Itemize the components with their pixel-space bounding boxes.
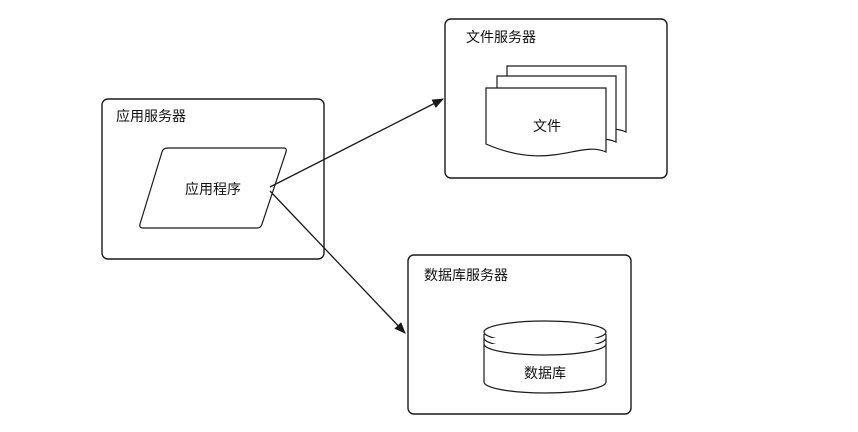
db-server-node: 数据库服务器 数据库 <box>407 254 632 415</box>
app-program-shape <box>139 147 287 229</box>
database-cylinder-ring-2 <box>483 343 607 356</box>
file-server-title: 文件服务器 <box>466 30 536 46</box>
file-sheet-front <box>485 87 607 157</box>
file-server-node: 文件服务器 文件 <box>444 18 668 179</box>
edge-app-to-file-server <box>269 98 445 188</box>
edge-app-to-db-server <box>269 190 406 334</box>
database-label: 数据库 <box>524 366 566 382</box>
files-label: 文件 <box>533 119 561 135</box>
app-server-title: 应用服务器 <box>116 108 186 125</box>
db-server-title: 数据库服务器 <box>424 268 508 284</box>
app-program-label: 应用程序 <box>185 181 241 198</box>
database-node: 数据库 <box>483 320 607 394</box>
files-node: 文件 <box>485 65 627 157</box>
app-program-node: 应用程序 <box>139 147 287 229</box>
app-server-node: 应用服务器 应用程序 <box>101 98 325 260</box>
